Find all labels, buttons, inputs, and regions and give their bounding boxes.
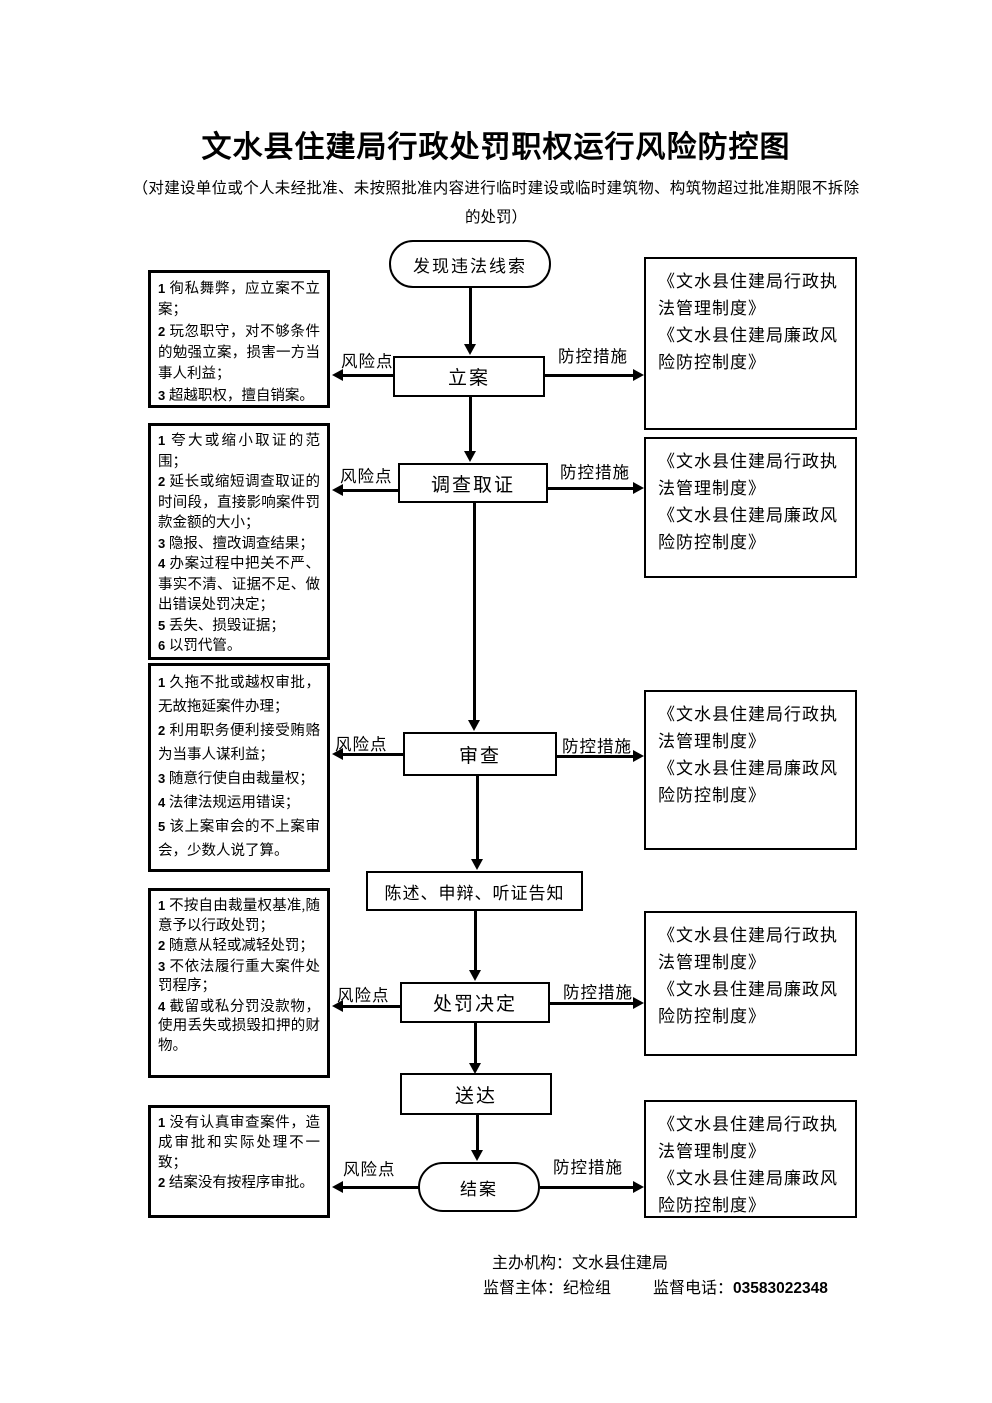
- measure-label-investigation: 防控措施: [560, 463, 630, 482]
- measure-line: 《文水县住建局行政执法管理制度》: [658, 452, 838, 498]
- measure-line: 《文水县住建局行政执法管理制度》: [658, 272, 838, 318]
- risk-item: 3 超越职权，擅自销案。: [158, 388, 314, 404]
- arrow-closing-to-measure: [540, 1186, 633, 1189]
- arrow-delivery-to-closing: [476, 1115, 479, 1151]
- risk-item: 2 延长或缩短调查取证的时间段，直接影响案件罚款金额的大小；: [158, 474, 321, 531]
- measure-label-filing: 防控措施: [558, 347, 628, 366]
- footer-supervisor: 监督主体：纪检组: [483, 1280, 612, 1297]
- measure-line: 《文水县住建局廉政风险防控制度》: [658, 1169, 838, 1215]
- measure-box-decision: 《文水县住建局行政执法管理制度》 《文水县住建局廉政风险防控制度》: [644, 911, 857, 1056]
- node-case-closing: 结案: [418, 1162, 540, 1212]
- node-penalty-decision: 处罚决定: [400, 982, 550, 1023]
- measure-box-closing: 《文水县住建局行政执法管理制度》 《文水县住建局廉政风险防控制度》: [644, 1100, 857, 1218]
- arrow-investigation-to-risk: [343, 489, 398, 492]
- risk-box-review: 1 久拖不批或越权审批，无故拖延案件办理； 2 利用职务便利接受贿赂为当事人谋利…: [148, 663, 330, 872]
- arrow-notice-to-decision: [474, 911, 477, 971]
- measure-line: 《文水县住建局廉政风险防控制度》: [658, 759, 838, 805]
- risk-item: 5 丢失、损毁证据；: [158, 617, 285, 634]
- risk-box-closing: 1 没有认真审查案件，造成审批和实际处理不一致； 2 结案没有按程序审批。: [148, 1105, 330, 1218]
- risk-item: 1 没有认真审查案件，造成审批和实际处理不一致；: [158, 1115, 321, 1171]
- arrow-filing-to-risk: [343, 374, 393, 377]
- arrow-decision-to-risk: [343, 1005, 400, 1008]
- node-filing: 立案: [393, 356, 545, 397]
- node-start-discover-clue: 发现违法线索: [389, 240, 551, 288]
- arrow-decision-to-delivery: [474, 1023, 477, 1064]
- risk-item: 3 不依法履行重大案件处罚程序；: [158, 958, 321, 995]
- measure-label-closing: 防控措施: [553, 1158, 623, 1177]
- risk-item: 1 徇私舞弊，应立案不立案；: [158, 281, 321, 318]
- measure-line: 《文水县住建局廉政风险防控制度》: [658, 326, 838, 372]
- measure-line: 《文水县住建局廉政风险防控制度》: [658, 506, 838, 552]
- node-investigation: 调查取证: [398, 463, 548, 503]
- risk-box-decision: 1 不按自由裁量权基准,随意予以行政处罚； 2 随意从轻或减轻处罚； 3 不依法…: [148, 888, 330, 1078]
- node-delivery: 送达: [400, 1073, 552, 1115]
- measure-box-filing: 《文水县住建局行政执法管理制度》 《文水县住建局廉政风险防控制度》: [644, 257, 857, 430]
- measure-label-decision: 防控措施: [563, 983, 633, 1002]
- footer-phone-label: 监督电话：: [653, 1280, 734, 1297]
- arrow-review-to-risk: [343, 753, 403, 756]
- risk-item: 2 随意从轻或减轻处罚；: [158, 938, 314, 954]
- measure-box-investigation: 《文水县住建局行政执法管理制度》 《文水县住建局廉政风险防控制度》: [644, 437, 857, 578]
- measure-line: 《文水县住建局行政执法管理制度》: [658, 926, 838, 972]
- risk-label-filing: 风险点: [341, 352, 394, 371]
- arrow-decision-to-measure: [550, 1002, 633, 1005]
- subtitle-line-2: 的处罚）: [464, 209, 527, 226]
- arrow-investigation-to-measure: [548, 487, 633, 490]
- arrow-closing-to-risk: [343, 1186, 419, 1189]
- page-title: 文水县住建局行政处罚职权运行风险防控图: [201, 131, 791, 164]
- arrow-review-to-measure: [557, 755, 633, 758]
- risk-item: 4 办案过程中把关不严、事实不清、证据不足、做出错误处罚决定；: [158, 556, 321, 613]
- risk-item: 4 截留或私分罚没款物，使用丢失或损毁扣押的财物。: [158, 998, 321, 1054]
- risk-item: 2 玩忽职守，对不够条件的勉强立案，损害一方当事人利益；: [158, 324, 321, 382]
- arrow-filing-to-measure: [545, 374, 633, 377]
- risk-label-review: 风险点: [335, 735, 388, 754]
- risk-item: 1 夸大或缩小取证的范围；: [158, 433, 321, 470]
- risk-item: 5 该上案审会的不上案审会，少数人说了算。: [158, 819, 321, 859]
- risk-label-closing: 风险点: [343, 1160, 396, 1179]
- measure-box-review: 《文水县住建局行政执法管理制度》 《文水县住建局廉政风险防控制度》: [644, 690, 857, 850]
- arrow-start-to-filing: [469, 288, 472, 345]
- risk-item: 6 以罚代管。: [158, 638, 242, 654]
- footer-phone-number: 03583022348: [733, 1280, 828, 1297]
- risk-item: 1 不按自由裁量权基准,随意予以行政处罚；: [158, 898, 321, 934]
- risk-box-filing: 1 徇私舞弊，应立案不立案； 2 玩忽职守，对不够条件的勉强立案，损害一方当事人…: [148, 270, 330, 408]
- footer-supervision: 监督主体：纪检组 监督电话：03583022348: [483, 1274, 828, 1298]
- node-statement-defense-hearing-notice: 陈述、申辩、听证告知: [366, 871, 583, 911]
- arrow-filing-to-investigation: [469, 397, 472, 452]
- risk-item: 4 法律法规运用错误；: [158, 795, 300, 811]
- risk-box-investigation: 1 夸大或缩小取证的范围； 2 延长或缩短调查取证的时间段，直接影响案件罚款金额…: [148, 423, 330, 660]
- risk-item: 2 利用职务便利接受贿赂为当事人谋利益；: [158, 723, 321, 763]
- node-review: 审查: [403, 732, 557, 776]
- risk-item: 3 随意行使自由裁量权；: [158, 771, 314, 787]
- footer-organizer: 主办机构：文水县住建局: [492, 1255, 669, 1272]
- risk-item: 2 结案没有按程序审批。: [158, 1175, 314, 1191]
- risk-item: 1 久拖不批或越权审批，无故拖延案件办理；: [158, 675, 321, 715]
- arrow-review-to-notice: [476, 776, 479, 860]
- arrow-investigation-to-review: [473, 503, 476, 721]
- risk-label-decision: 风险点: [337, 986, 390, 1005]
- subtitle-line-1: （对建设单位或个人未经批准、未按照批准内容进行临时建设或临时建筑物、构筑物超过批…: [132, 180, 860, 197]
- measure-line: 《文水县住建局廉政风险防控制度》: [658, 980, 838, 1026]
- measure-line: 《文水县住建局行政执法管理制度》: [658, 1115, 838, 1161]
- measure-label-review: 防控措施: [562, 737, 632, 756]
- risk-label-investigation: 风险点: [340, 467, 393, 486]
- measure-line: 《文水县住建局行政执法管理制度》: [658, 705, 838, 751]
- risk-item: 3 隐报、擅改调查结果；: [158, 535, 314, 552]
